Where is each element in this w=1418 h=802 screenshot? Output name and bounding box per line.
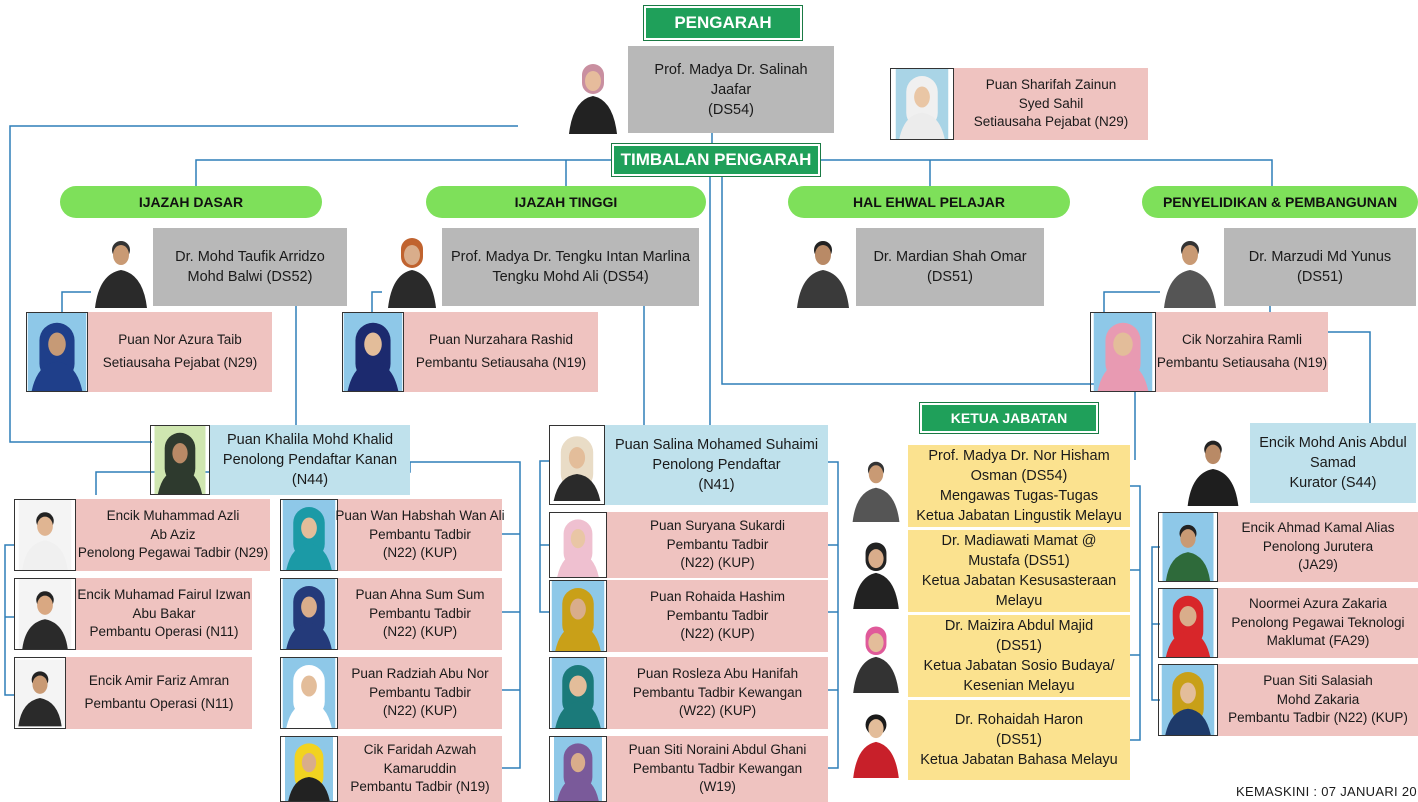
person-photo-icon [1156, 228, 1224, 308]
person-photo-icon [890, 68, 954, 140]
section-ijazah-dasar: IJAZAH DASAR [60, 186, 322, 218]
hal-ehwal-head-box: Dr. Mardian Shah Omar(DS51) [856, 228, 1044, 306]
ketua-jabatan-header: KETUA JABATAN [919, 402, 1099, 434]
maizira-box: Dr. Maizira Abdul Majid(DS51)Ketua Jabat… [908, 615, 1130, 697]
section-ijazah-tinggi: IJAZAH TINGGI [426, 186, 706, 218]
madiawati-box: Dr. Madiawati Mamat @Mustafa (DS51)Ketua… [908, 530, 1130, 612]
rohaidah-box: Dr. Rohaidah Haron(DS51)Ketua Jabatan Ba… [908, 700, 1130, 780]
person-photo-icon [549, 657, 607, 729]
penyelidikan-head-box: Dr. Marzudi Md Yunus(DS51) [1224, 228, 1416, 306]
person-photo-icon [1158, 588, 1218, 658]
update-date-note: KEMASKINI : 07 JANUARI 20 [1236, 784, 1417, 799]
person-photo-icon [90, 228, 152, 308]
person-photo-icon [549, 736, 607, 802]
person-photo-icon [845, 617, 907, 693]
person-photo-icon [280, 657, 338, 729]
person-photo-icon [14, 657, 66, 729]
person-photo-icon [549, 425, 605, 505]
person-photo-icon [1158, 512, 1218, 582]
section-penyelidikan-pembangunan: PENYELIDIKAN & PEMBANGUNAN [1142, 186, 1418, 218]
section-hal-ehwal-pelajar: HAL EHWAL PELAJAR [788, 186, 1070, 218]
person-photo-icon [558, 54, 628, 134]
person-photo-icon [792, 228, 854, 308]
person-photo-icon [549, 512, 607, 578]
person-photo-icon [280, 736, 338, 802]
person-photo-icon [1180, 428, 1246, 506]
person-photo-icon [342, 312, 404, 392]
person-photo-icon [382, 228, 442, 308]
person-photo-icon [549, 580, 607, 652]
person-photo-icon [845, 702, 907, 778]
person-photo-icon [280, 499, 338, 571]
timbalan-pengarah-header: TIMBALAN PENGARAH [611, 143, 821, 177]
person-photo-icon [14, 578, 76, 650]
person-photo-icon [1090, 312, 1156, 392]
person-photo-icon [280, 578, 338, 650]
person-photo-icon [26, 312, 88, 392]
person-photo-icon [14, 499, 76, 571]
person-photo-icon [845, 533, 907, 609]
pengarah-header: PENGARAH [643, 5, 803, 41]
person-photo-icon [845, 450, 907, 522]
person-photo-icon [1158, 664, 1218, 736]
person-photo-icon [150, 425, 210, 495]
